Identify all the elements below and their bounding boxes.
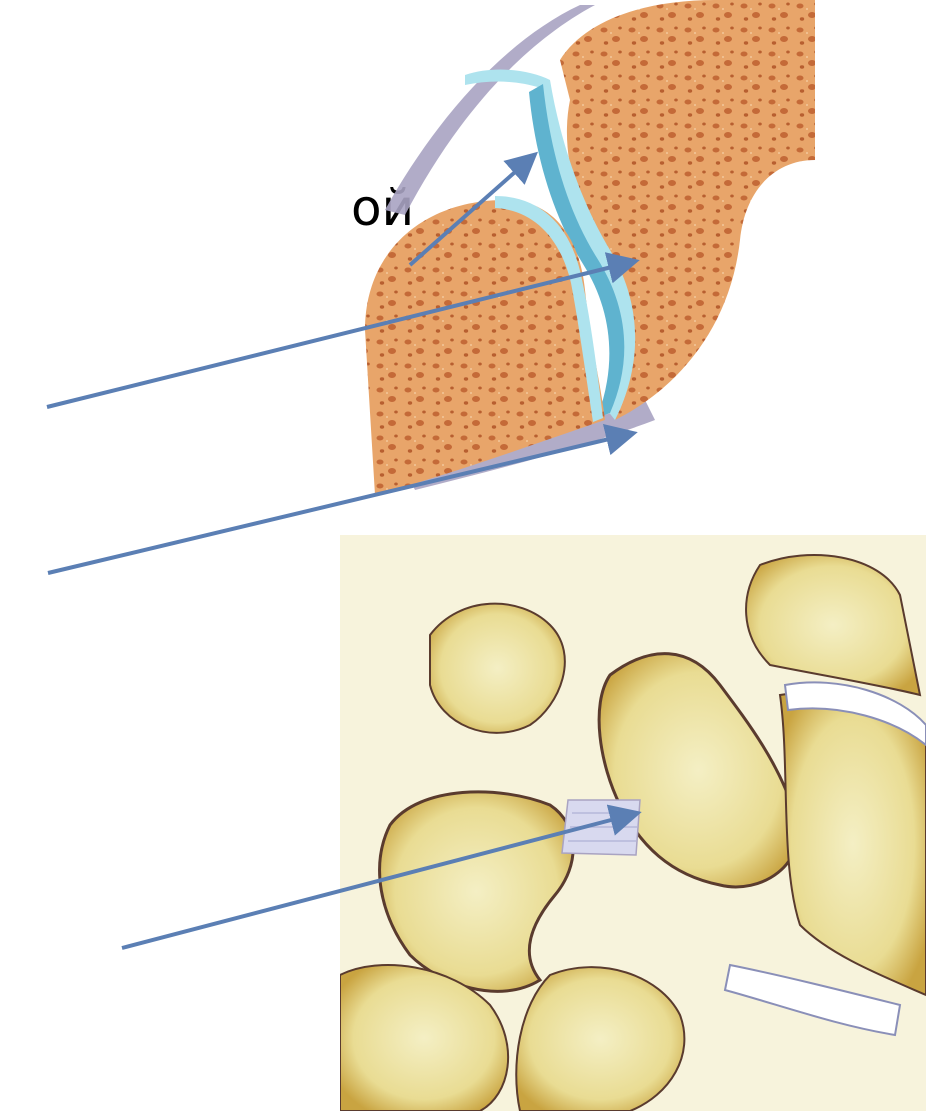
upper-bone: [560, 0, 815, 420]
foot-bone-bottom-center: [516, 967, 684, 1111]
joint-illustration: [345, 0, 815, 500]
foot-bone-upper-left: [430, 604, 565, 733]
foot-bones-illustration: [340, 535, 926, 1111]
